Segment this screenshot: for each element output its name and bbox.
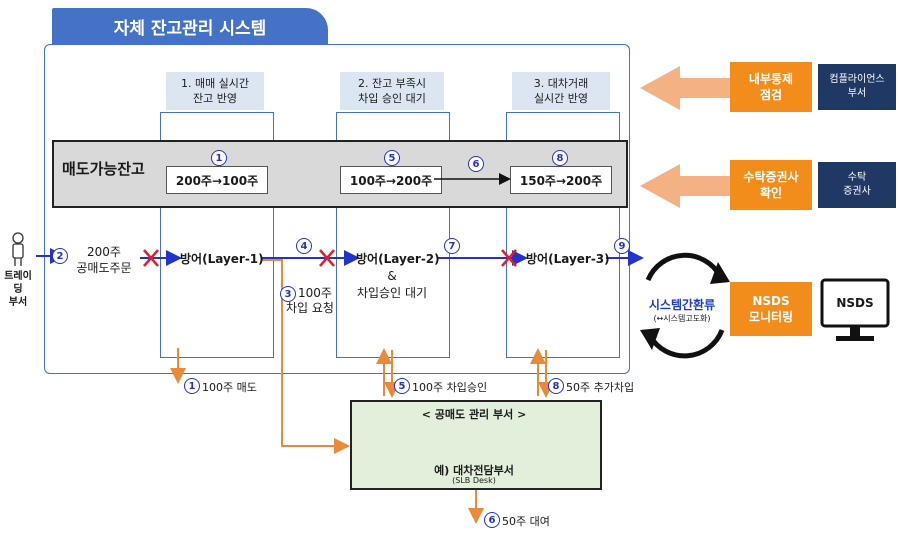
defense-2-amp: & — [387, 269, 397, 283]
layer-1-column — [160, 112, 274, 358]
custodian-l1: 수탁 — [847, 172, 867, 183]
monitor-icon — [820, 278, 890, 341]
block-x-1 — [143, 249, 159, 267]
approve-label: 100주 차입승인 — [412, 381, 488, 394]
compliance-l1: 컴플라이언스 — [829, 74, 885, 85]
dept-title: < 공매도 관리 부서 > — [421, 408, 527, 421]
step-3-line1: 3. 대차거래 — [533, 77, 589, 90]
internal-control-arrow — [640, 66, 730, 110]
step-2-line2: 차입 승인 대기 — [358, 92, 426, 105]
block-x-2 — [319, 249, 335, 267]
marker-4: 4 — [296, 238, 312, 254]
dept-sub: (SLB Desk) — [452, 476, 496, 485]
internal-control-box: 내부통제 점검 — [730, 62, 812, 112]
borrow-request-arrow — [262, 259, 350, 454]
defense-layer-2: 방어(Layer-2) — [356, 252, 440, 266]
marker-5b: 5 — [394, 378, 410, 394]
defense-layer-3: 방어(Layer-3) — [526, 252, 610, 266]
defense-2-wait: 차입승인 대기 — [356, 286, 428, 300]
custodian-check-l2: 확인 — [759, 186, 783, 200]
borrow-request-label: 100주 차입 요청 — [286, 286, 334, 316]
marker-5: 5 — [384, 150, 400, 166]
short-sell-order: 200주 공매도주문 — [64, 244, 144, 276]
step-header-1: 1. 매매 실시간 잔고 반영 — [166, 72, 264, 110]
band-label: 매도가능잔고 — [62, 160, 145, 178]
custodian-check-box: 수탁증권사 확인 — [730, 160, 812, 210]
step-2-line1: 2. 잔고 부족시 — [357, 77, 427, 90]
custodian-l2: 증권사 — [843, 186, 871, 197]
marker-6b: 6 — [484, 512, 500, 528]
marker-3: 3 — [280, 286, 296, 302]
sell-label: 100주 매도 — [202, 381, 257, 394]
borrow-qty: 100주 — [298, 286, 332, 300]
marker-2: 2 — [52, 248, 68, 264]
extra-borrow-label: 50주 추가차입 — [566, 381, 635, 394]
marker-1: 1 — [211, 150, 227, 166]
system-feedback-label: 시스템간환류 (↔시스템고도화) — [632, 298, 732, 326]
compliance-dept-box: 컴플라이언스 부서 — [818, 64, 896, 110]
step-header-2: 2. 잔고 부족시 차입 승인 대기 — [340, 72, 444, 110]
layer-3-column — [506, 112, 620, 358]
block-x-3 — [501, 249, 517, 267]
custodian-arrow — [640, 164, 730, 208]
marker-1b: 1 — [184, 378, 200, 394]
trader-line2: 부서 — [8, 297, 28, 308]
defense-2-subtext: & 차입승인 대기 — [344, 268, 440, 302]
sync-line2: (↔시스템고도화) — [653, 314, 711, 323]
sync-line1: 시스템간환류 — [648, 298, 716, 312]
defense-layer-1: 방어(Layer-1) — [180, 252, 264, 266]
nsds-monitoring-box: NSDS 모니터링 — [730, 282, 812, 336]
order-type: 공매도주문 — [76, 261, 132, 275]
lend-label: 50주 대여 — [502, 515, 550, 528]
marker-6: 6 — [468, 156, 484, 172]
balance-box-1: 200주→100주 — [166, 166, 268, 194]
custodian-check-l1: 수탁증권사 — [743, 170, 799, 184]
sync-arrow-bottom — [647, 329, 725, 359]
step-1-line1: 1. 매매 실시간 — [180, 77, 250, 90]
step-3-line2: 실시간 반영 — [533, 92, 589, 105]
step-1-line2: 잔고 반영 — [193, 92, 237, 105]
marker-8b: 8 — [548, 378, 564, 394]
short-sale-dept-box — [350, 400, 602, 490]
balance-box-2: 100주→200주 — [340, 166, 442, 194]
nsds-monitor-label: NSDS — [836, 296, 874, 310]
compliance-l2: 부서 — [847, 88, 867, 99]
trader-line1: 트레이딩 — [4, 271, 32, 295]
internal-control-l1: 내부통제 — [748, 72, 794, 86]
borrow-text: 차입 요청 — [286, 301, 334, 315]
nsds-monitoring-l1: NSDS — [752, 294, 790, 308]
internal-control-l2: 점검 — [759, 88, 783, 102]
dept-name: 예) 대차전담부서 — [434, 464, 514, 477]
marker-8: 8 — [552, 150, 568, 166]
marker-9: 9 — [614, 238, 630, 254]
order-qty: 200주 — [87, 245, 121, 259]
marker-7: 7 — [444, 238, 460, 254]
custodian-box: 수탁 증권사 — [818, 162, 896, 208]
trader-person-icon — [12, 232, 24, 266]
step-header-3: 3. 대차거래 실시간 반영 — [512, 72, 610, 110]
trader-label: 트레이딩 부서 — [0, 270, 36, 309]
balance-box-3: 150주→200주 — [510, 166, 612, 194]
system-title: 자체 잔고관리 시스템 — [52, 8, 328, 44]
sync-arrow-top — [645, 252, 723, 282]
nsds-monitoring-l2: 모니터링 — [748, 310, 794, 324]
